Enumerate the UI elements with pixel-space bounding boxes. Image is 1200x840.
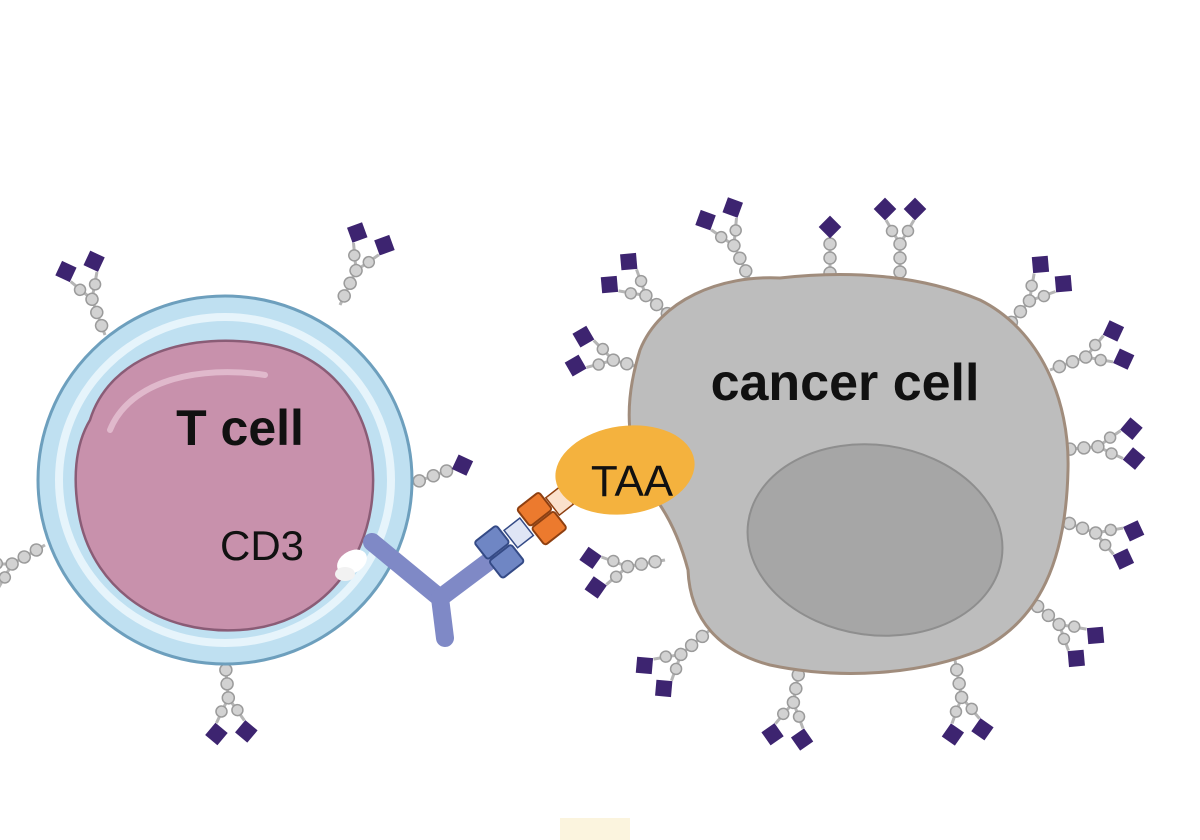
glycan-icon xyxy=(1039,314,1140,397)
t-cell: T cell CD3 xyxy=(36,294,414,666)
cancer-cell-nucleus xyxy=(746,443,1004,637)
cd3-receptor-icon xyxy=(335,549,367,581)
cd3-label: CD3 xyxy=(220,522,304,569)
glycan-icon xyxy=(757,658,828,755)
glycan-icon xyxy=(872,196,928,284)
cancer-cell: cancer cell xyxy=(627,273,1070,675)
t-cell-label: T cell xyxy=(176,400,304,456)
taa-label: TAA xyxy=(591,457,674,506)
glycan-icon xyxy=(689,190,776,293)
glycan-icon xyxy=(1056,414,1148,478)
glycan-icon xyxy=(197,656,261,748)
glycan-icon xyxy=(575,532,672,603)
glycan-icon xyxy=(402,449,479,498)
bottom-smudge xyxy=(560,818,630,840)
antibody-icon xyxy=(363,533,497,647)
t-cell-nucleus xyxy=(74,339,375,632)
glycan-icon xyxy=(314,215,401,318)
glycan-icon xyxy=(927,653,998,750)
cancer-cell-label: cancer cell xyxy=(711,354,980,412)
taa-antigen: TAA xyxy=(555,425,695,515)
